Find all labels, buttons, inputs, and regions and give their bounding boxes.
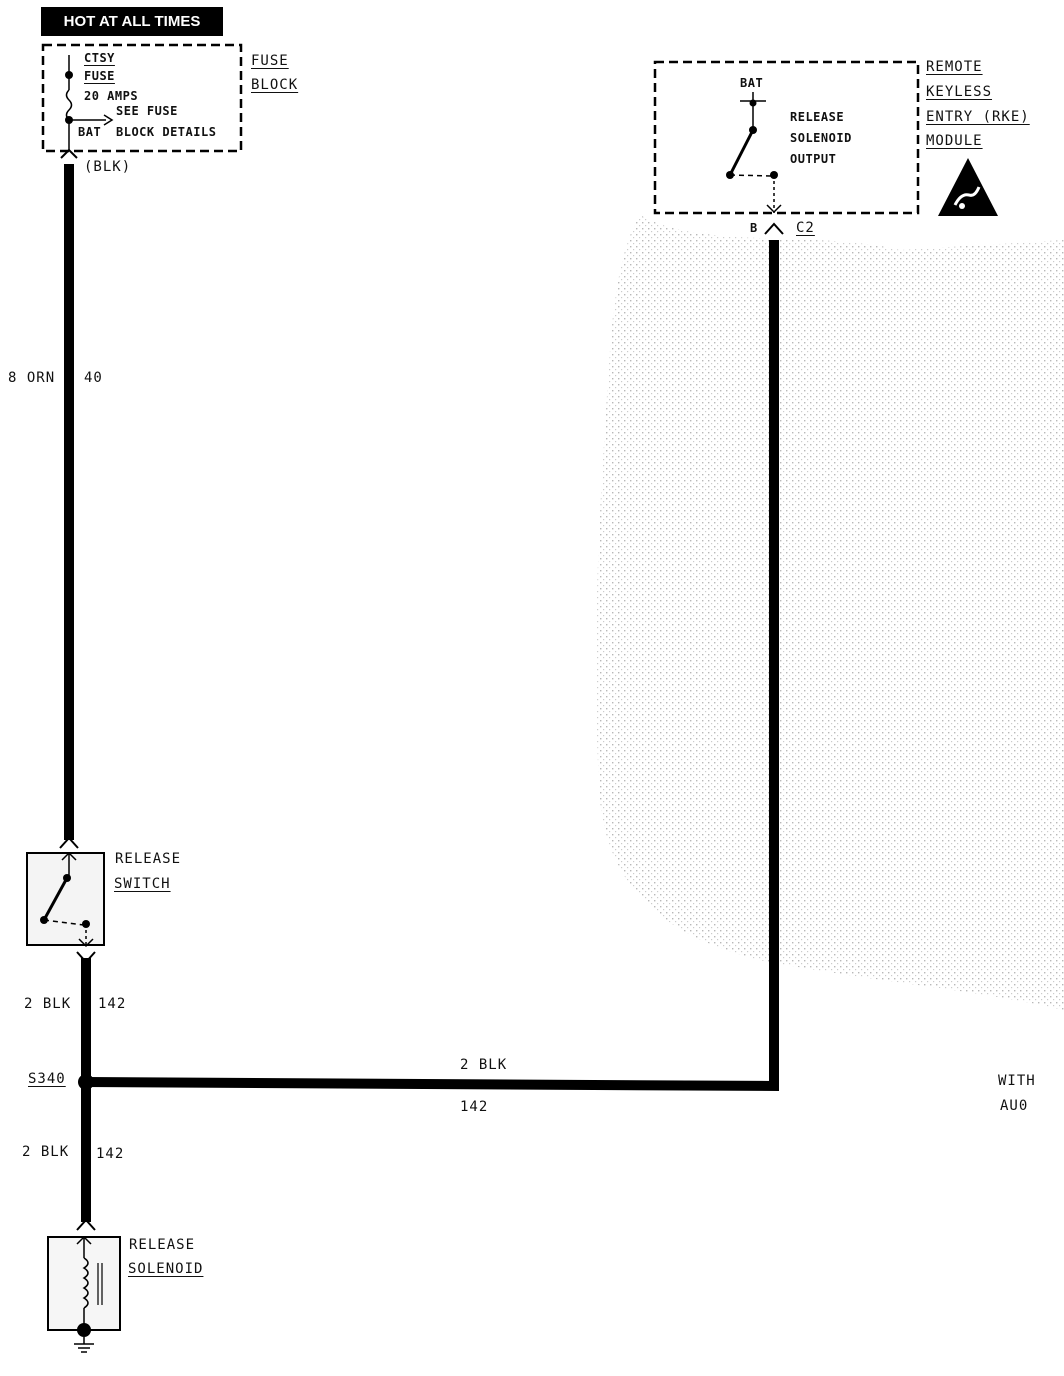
splice-label: S340 bbox=[28, 1071, 66, 1087]
rke-title-line4: MODULE bbox=[926, 133, 983, 149]
wire-40-circuit: 40 bbox=[84, 370, 103, 386]
wire-142-lower-circuit: 142 bbox=[96, 1146, 125, 1162]
rke-connector-chevron-icon bbox=[764, 222, 784, 235]
esd-warning-icon bbox=[938, 158, 998, 216]
wire-142-horizontal bbox=[85, 240, 779, 1092]
fuse-icon bbox=[65, 89, 73, 121]
rke-title-line1: REMOTE bbox=[926, 59, 983, 75]
wire-142-horizontal-size-color: 2 BLK bbox=[460, 1057, 508, 1073]
fuse-connector-label: (BLK) bbox=[84, 159, 132, 175]
wire-142-upper-size-color: 2 BLK bbox=[24, 996, 72, 1012]
see-fuse-details-line1: SEE FUSE bbox=[116, 104, 178, 118]
see-details-arrow-icon bbox=[103, 114, 114, 126]
rke-title-line3: ENTRY (RKE) bbox=[926, 109, 1030, 125]
rke-connector-label: C2 bbox=[796, 220, 815, 236]
fuse-name-line1: CTSY bbox=[84, 51, 115, 65]
rke-bat-label: BAT bbox=[740, 76, 764, 90]
fuse-connector-chevron-icon bbox=[60, 148, 78, 159]
hot-at-all-times-label: HOT AT ALL TIMES bbox=[41, 7, 223, 36]
option-note-line1: WITH bbox=[998, 1073, 1036, 1089]
see-fuse-details-line2: BLOCK DETAILS bbox=[116, 125, 217, 139]
rke-title-line2: KEYLESS bbox=[926, 84, 993, 100]
fuse-bat-label: BAT bbox=[78, 125, 102, 139]
rke-pin-label: B bbox=[750, 221, 758, 235]
solenoid-coil-icon bbox=[82, 1257, 89, 1309]
wire-142-lower-size-color: 2 BLK bbox=[22, 1144, 70, 1160]
rke-relay-blade bbox=[728, 129, 755, 176]
ground-icon bbox=[74, 1337, 94, 1353]
fuse-name-line2: FUSE bbox=[84, 69, 115, 83]
option-note-line2: AU0 bbox=[1000, 1098, 1029, 1114]
wire-142-upper-circuit: 142 bbox=[98, 996, 127, 1012]
switch-blade bbox=[42, 877, 69, 921]
halftone-shading bbox=[595, 215, 1064, 1010]
wire-40-end-chevron-icon bbox=[59, 836, 79, 849]
fuse-block-title-line2: BLOCK bbox=[251, 77, 299, 93]
release-switch-title-line2: SWITCH bbox=[114, 876, 171, 892]
fuse-block-title-line1: FUSE bbox=[251, 53, 289, 69]
wire-142-horizontal-circuit: 142 bbox=[460, 1099, 489, 1115]
fuse-block-box bbox=[41, 43, 243, 153]
rke-output-line1: RELEASE bbox=[790, 110, 845, 124]
fuse-rating: 20 AMPS bbox=[84, 89, 139, 103]
rke-output-line3: OUTPUT bbox=[790, 152, 837, 166]
release-switch-title-line1: RELEASE bbox=[115, 851, 182, 867]
release-switch-box bbox=[26, 852, 105, 946]
release-solenoid-title-line1: RELEASE bbox=[129, 1237, 196, 1253]
rke-output-line2: SOLENOID bbox=[790, 131, 852, 145]
rke-module-box bbox=[653, 60, 920, 215]
release-solenoid-title-line2: SOLENOID bbox=[128, 1261, 204, 1277]
wire-40-size-color: 8 ORN bbox=[8, 370, 56, 386]
